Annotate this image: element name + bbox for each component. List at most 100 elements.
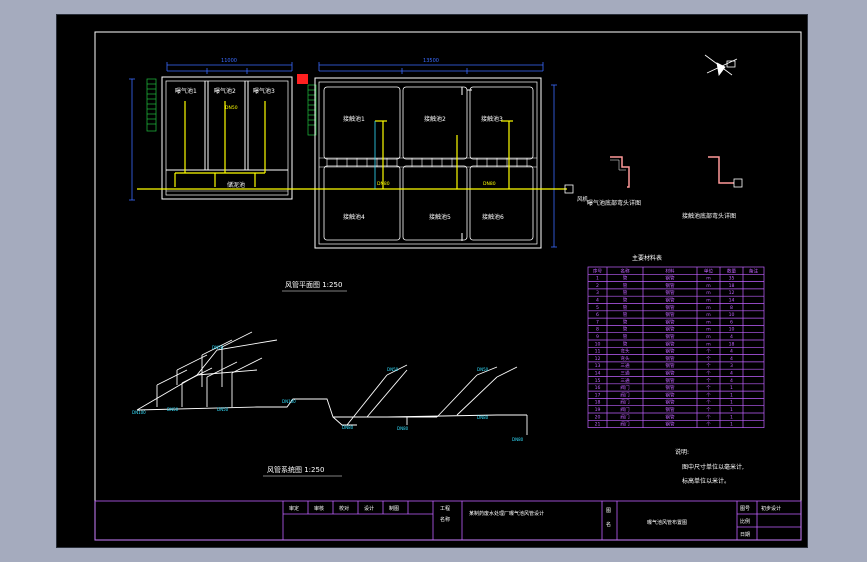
tb-project-label: 名称 (440, 516, 450, 523)
svg-text:DN50: DN50 (167, 407, 179, 412)
table-cell: 钢管 (665, 384, 675, 391)
notes-line: 图中尺寸单位以毫米计, (682, 463, 744, 471)
table-cell: 10 (729, 327, 735, 333)
tb-drawing-title: 曝气池风管布置图 (647, 519, 687, 526)
room-label: 接触池4 (343, 213, 365, 221)
tb-right-label: 比例 (740, 518, 750, 525)
svg-text:DN50: DN50 (387, 367, 399, 372)
svg-text:DN50: DN50 (477, 367, 489, 372)
plan-caption: 风管平面图 1:250 (285, 280, 342, 289)
iso-caption: 风管系统图 1:250 (267, 465, 324, 474)
table-cell: m (706, 284, 711, 289)
table-cell: 管 (623, 333, 628, 340)
table-header-cell: 数量 (727, 267, 737, 274)
svg-text:DN80: DN80 (512, 437, 524, 442)
tb-right-label: 图号 (740, 506, 750, 512)
table-cell: 个 (706, 422, 711, 428)
table-title: 主要材料表 (632, 254, 662, 262)
table-header-cell: 单位 (704, 267, 714, 274)
table-cell: 弯头 (620, 348, 630, 355)
table-cell: 1 (596, 276, 599, 282)
table-cell: 钢管 (665, 421, 675, 428)
plan-dimensions (129, 62, 557, 248)
table-cell: 钢管 (665, 318, 675, 325)
north-arrow (704, 54, 738, 76)
table-cell: 个 (706, 356, 711, 362)
svg-text:DN50: DN50 (217, 407, 229, 412)
table-cell: 管 (623, 304, 628, 311)
detail-caption: 接触池底部弯头详图 (682, 212, 736, 220)
table-cell: 3 (596, 290, 599, 296)
table-cell: 管 (623, 275, 628, 282)
table-cell: 个 (706, 400, 711, 406)
table-cell: 个 (706, 407, 711, 413)
table-cell: 阀门 (620, 399, 630, 406)
table-cell: 12 (729, 290, 735, 296)
table-cell: 管 (623, 289, 628, 296)
table-cell: 钢管 (665, 289, 675, 296)
room-label: 曝气池1 (175, 87, 197, 95)
table-cell: 个 (706, 349, 711, 355)
table-cell: 9 (596, 334, 599, 340)
table-cell: 个 (706, 371, 711, 377)
tb-project-name: 某制药废水处理厂曝气池风管设计 (469, 510, 544, 517)
svg-text:DN80: DN80 (397, 426, 409, 431)
table-cell: 3 (730, 363, 733, 369)
table-cell: 6 (596, 312, 599, 318)
table-cell: 钢管 (665, 282, 675, 289)
air-pipes (137, 101, 567, 190)
room-label: 储泥池 (227, 181, 245, 189)
blower-marker (297, 74, 308, 84)
table-cell: 个 (706, 363, 711, 369)
room-label: 接触池1 (343, 115, 365, 123)
table-cell: 阀门 (620, 391, 630, 398)
plan-view: 11000 13500 曝气池1 曝气池2 曝 (129, 58, 589, 292)
table-cell: 4 (730, 356, 733, 362)
room-label: 接触池3 (481, 115, 503, 123)
table-cell: 6 (730, 319, 733, 325)
dim-label: 11000 (221, 58, 237, 64)
table-cell: 阀门 (620, 384, 630, 391)
table-cell: 钢管 (665, 348, 675, 355)
table-cell: 管 (623, 282, 628, 289)
room-label: 接触池5 (429, 213, 451, 221)
table-cell: 4 (730, 378, 733, 384)
svg-text:DN50: DN50 (212, 345, 224, 350)
table-cell: 5 (596, 305, 599, 311)
table-cell: 钢管 (665, 391, 675, 398)
table-cell: 1 (730, 407, 733, 413)
table-cell: 4 (596, 298, 599, 304)
table-cell: 18 (595, 400, 601, 406)
table-cell: 1 (730, 385, 733, 391)
table-cell: 10 (729, 312, 735, 318)
table-cell: 18 (729, 341, 735, 347)
tb-sheji: 设计 (364, 505, 374, 512)
table-cell: 1 (730, 400, 733, 406)
table-cell: 21 (595, 422, 601, 428)
table-cell: 阀门 (620, 413, 630, 420)
table-cell: 14 (595, 371, 601, 377)
detail-1: 曝气池底部弯头详图 (587, 156, 641, 207)
table-cell: 钢管 (665, 326, 675, 333)
table-cell: 20 (595, 414, 601, 420)
detail-2: 接触池底部弯头详图 (682, 156, 743, 220)
table-header-cell: 备注 (749, 267, 759, 274)
table-cell: 钢管 (665, 304, 675, 311)
tb-title-label: 名 (606, 521, 611, 528)
table-cell: 弯头 (620, 355, 630, 362)
table-cell: 7 (596, 319, 599, 325)
fan-label: 风机 (577, 195, 589, 203)
tb-shenhe: 审核 (314, 505, 324, 512)
table-cell: 16 (595, 385, 601, 391)
table-cell: 个 (706, 378, 711, 384)
cad-drawing: 11000 13500 曝气池1 曝气池2 曝 (94, 31, 802, 541)
table-cell: 管 (623, 297, 628, 304)
tb-right-value: 初步设计 (761, 505, 781, 512)
table-cell: 钢管 (665, 406, 675, 413)
iso-pipes (136, 331, 528, 435)
pipe-label: DN80 (483, 181, 496, 187)
table-header-cell: 序号 (593, 267, 603, 274)
table-cell: 阀门 (620, 406, 630, 413)
title-block: 审定 审核 校对 设计 制图 工程 名称 某制药废水处理厂曝气池风管设计 图 名… (94, 500, 802, 541)
